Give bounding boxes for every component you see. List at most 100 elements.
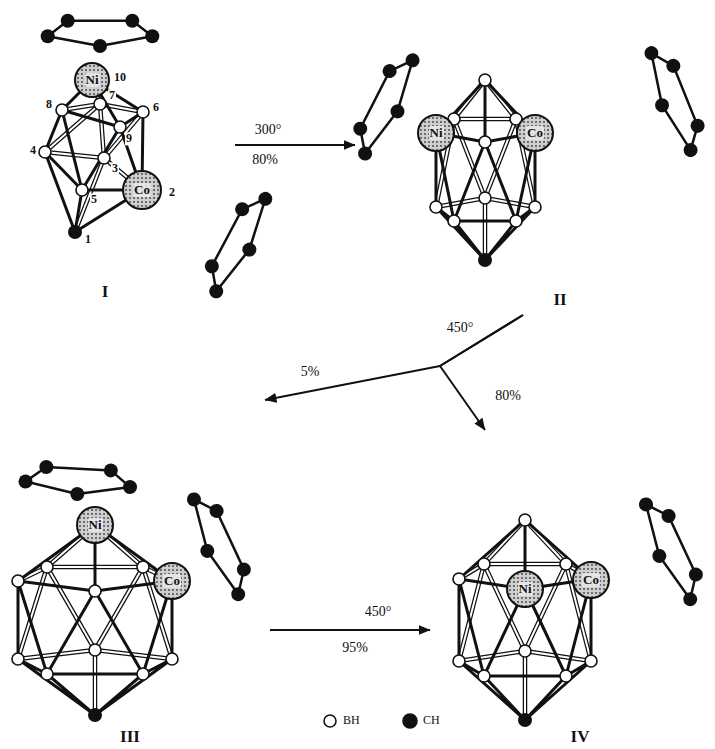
structure-numeral: III [120,728,140,747]
illustration-part [560,670,572,682]
legend-sample [402,713,418,729]
illustration-part [45,80,143,232]
reaction-arrow [440,315,523,430]
structure-numeral: II [553,291,566,310]
illustration-part [459,520,591,720]
cage-four [453,514,597,727]
illustration-part [459,520,591,720]
illustration-part [478,253,492,267]
illustration-part [479,74,491,86]
illustration-part [137,561,149,573]
illustration-part [518,713,532,727]
illustration-part [89,644,101,656]
reaction-condition: 300° [253,122,284,137]
metal-atom: Ni [417,114,455,152]
atom-symbol: Co [163,574,181,588]
illustration-part [39,146,51,158]
atom-symbol: Co [526,126,544,140]
cage-two [430,74,541,267]
illustration-part [479,192,491,204]
illustration-part [137,668,149,680]
molecule-structure: IV Ni Co [430,430,710,748]
illustration-part [633,38,714,163]
illustration-part [193,182,283,305]
illustration-part [436,80,535,260]
illustration-part [98,152,110,164]
illustration-part [453,514,597,682]
illustration-part [68,225,82,239]
illustration-part [88,708,102,722]
illustration-part [89,585,101,597]
atom-number: 4 [29,144,37,157]
illustration-part [56,104,68,116]
reaction-condition: 450° [445,320,476,335]
illustration-part [18,525,172,715]
illustration-part [529,201,541,213]
illustration-part [114,121,126,133]
metal-atom: Ni [76,506,114,544]
illustration-part [18,459,138,504]
molecule-structure: III NiCo [5,400,270,748]
legend-item: BH [322,713,360,729]
structure-numeral: IV [571,728,590,747]
illustration-part [585,655,597,667]
illustration-part [166,653,178,665]
atom-symbol: Ni [518,582,533,596]
atom-number: 10 [113,71,127,84]
illustration-part [519,514,531,526]
illustration-part [76,184,88,196]
atom-symbol: Ni [429,126,444,140]
illustration-part [453,655,465,667]
illustration-part [478,670,490,682]
illustration-part [436,80,535,260]
illustration-part [430,74,541,227]
reaction-condition: 5% [299,364,322,379]
illustration-part [12,653,24,665]
atom-symbol: Co [133,183,151,197]
atom-symbol: Ni [85,73,100,87]
legend-sample [322,713,338,729]
metal-atom: Co [122,170,162,210]
atom-number: 6 [152,101,160,114]
reaction-condition: 80% [250,152,280,167]
illustration-part [94,98,106,110]
cage-three [12,525,178,722]
metal-atom: Ni [74,62,110,98]
illustration-part [41,561,53,573]
illustration-part [342,44,431,168]
atom-number: 7 [108,89,116,102]
illustration-part [459,520,591,720]
illustration-part [12,575,24,587]
reaction-arrow [235,144,355,146]
atom-number: 1 [84,233,92,246]
illustration-part [519,645,531,657]
illustration-part [18,525,172,715]
cage-one [39,80,149,239]
illustration-part [628,489,714,613]
illustration-part [448,215,460,227]
illustration-part [41,668,53,680]
illustration-part [430,201,442,213]
illustration-part [45,80,143,232]
molecule-structure: INiCo [20,55,235,310]
atom-number: 2 [168,186,176,199]
illustration-part [137,106,149,118]
illustration-part [436,80,535,260]
illustration-part [510,215,522,227]
atom-number: 3 [111,162,119,175]
illustration-part [459,520,591,720]
legend-text: CH [423,714,440,727]
atom-number: 9 [125,132,133,145]
illustration-part [453,573,465,585]
legend-item: CH [402,713,440,729]
reaction-arrow [265,315,523,400]
legend-text: BH [343,714,360,727]
metal-atom: Co [516,114,554,152]
atom-number: 5 [90,193,98,206]
atom-symbol: Co [582,573,600,587]
reaction-condition: 95% [340,640,370,655]
reaction-condition: 450° [363,604,394,619]
